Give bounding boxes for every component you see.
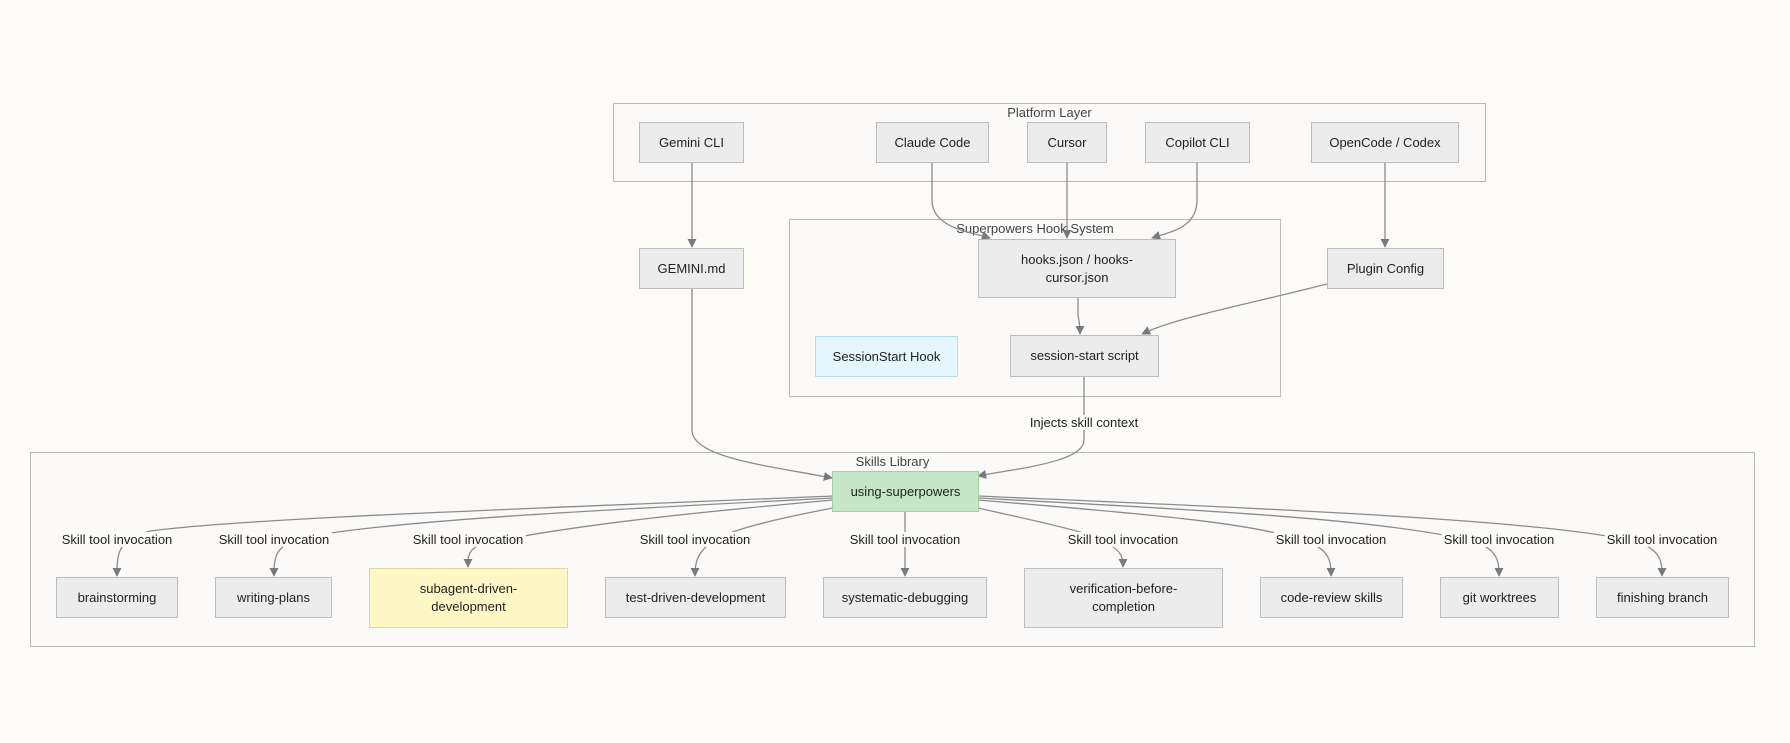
node-test-driven-development[interactable]: test-driven-development [605, 577, 786, 618]
node-subagent-driven-development[interactable]: subagent-driven-development [369, 568, 568, 628]
edge-copilot-to-hooks [1151, 163, 1198, 240]
node-brainstorming[interactable]: brainstorming [56, 577, 178, 618]
node-cursor[interactable]: Cursor [1027, 122, 1107, 163]
hook-system-title: Superpowers Hook System [956, 221, 1114, 236]
node-plugin-config[interactable]: Plugin Config [1327, 248, 1444, 289]
edge-to-code-review [977, 499, 1336, 577]
node-claude-code[interactable]: Claude Code [876, 122, 989, 163]
edge-label-skill-tool-9: Skill tool invocation [1604, 532, 1720, 547]
node-session-start-script[interactable]: session-start script [1010, 335, 1159, 377]
platform-layer-title: Platform Layer [1007, 105, 1092, 120]
node-opencode-codex[interactable]: OpenCode / Codex [1311, 122, 1459, 163]
edge-label-skill-tool-8: Skill tool invocation [1441, 532, 1557, 547]
edge-session-script-to-using-superpowers [977, 377, 1085, 479]
edge-label-skill-tool-3: Skill tool invocation [410, 532, 526, 547]
edge-to-finishing-branch [977, 495, 1667, 577]
skills-library-title: Skills Library [855, 454, 930, 469]
edge-to-git-worktrees [977, 497, 1504, 577]
edge-claude-code-to-hooks [931, 163, 991, 241]
node-finishing-branch[interactable]: finishing branch [1596, 577, 1729, 618]
edge-label-skill-tool-7: Skill tool invocation [1273, 532, 1389, 547]
node-writing-plans[interactable]: writing-plans [215, 577, 332, 618]
node-git-worktrees[interactable]: git worktrees [1440, 577, 1559, 618]
node-gemini-md[interactable]: GEMINI.md [639, 248, 744, 289]
edge-gemini-md-to-using-superpowers [691, 289, 833, 481]
node-using-superpowers[interactable]: using-superpowers [832, 471, 979, 512]
edge-to-writing-plans [269, 497, 834, 577]
node-systematic-debugging[interactable]: systematic-debugging [823, 577, 987, 618]
edge-label-injects: Injects skill context [1027, 415, 1141, 430]
edge-label-skill-tool-1: Skill tool invocation [59, 532, 175, 547]
edge-hooks-to-session-script [1075, 298, 1085, 335]
edge-to-subagent [463, 499, 834, 568]
edge-label-skill-tool-4: Skill tool invocation [637, 532, 753, 547]
node-sessionstart-hook[interactable]: SessionStart Hook [815, 336, 958, 377]
node-gemini-cli[interactable]: Gemini CLI [639, 122, 744, 163]
edge-plugin-config-to-session-script [1141, 283, 1328, 335]
node-copilot-cli[interactable]: Copilot CLI [1145, 122, 1250, 163]
edge-label-skill-tool-5: Skill tool invocation [847, 532, 963, 547]
node-verification-before-completion[interactable]: verification-before-completion [1024, 568, 1223, 628]
edge-label-skill-tool-2: Skill tool invocation [216, 532, 332, 547]
node-hooks-json[interactable]: hooks.json / hooks-cursor.json [978, 239, 1176, 298]
node-code-review-skills[interactable]: code-review skills [1260, 577, 1403, 618]
edge-label-skill-tool-6: Skill tool invocation [1065, 532, 1181, 547]
